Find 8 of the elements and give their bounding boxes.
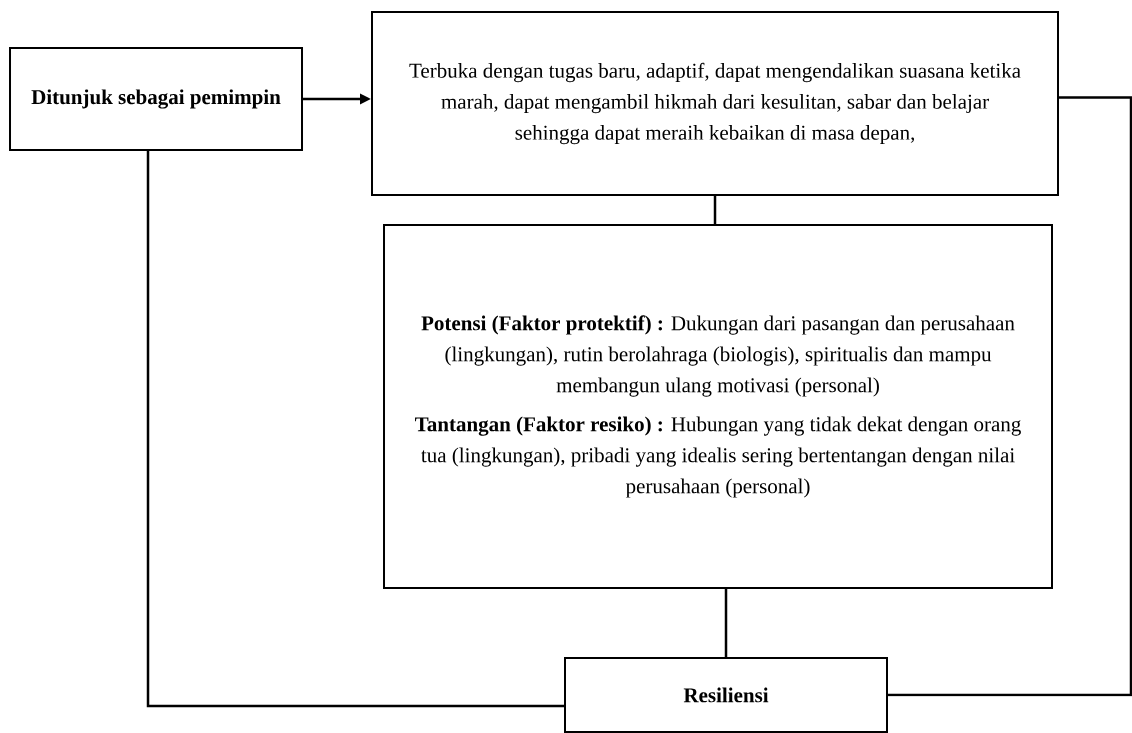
connector-line [146,151,564,708]
connector-line [713,196,717,224]
factor-box: Potensi (Faktor protektif) : Dukungan dari pasangan dan perusahaan (lingkungan), rutin berolahraga (biologis), spiritualis dan mampu membangun ulang motivasi (personal) Tantangan (Faktor resiko) : Hubungan yang tidak dekat dengan orang tua (lingkungan), pribadi yang idealis sering bertentangan dengan nilai perusahaan (personal) [383,224,1053,589]
result-box: Resiliensi [564,657,888,733]
connector-line [888,96,1132,697]
process-box: Terbuka dengan tugas baru, adaptif, dapat mengendalikan suasana ketika marah, dapat mengambil hikmah dari kesulitan, sabar dan belajar sehingga dapat meraih kebaikan di masa depan, [371,11,1059,196]
process-box: Ditunjuk sebagai pemimpin [9,47,303,151]
connector-line [724,589,728,657]
